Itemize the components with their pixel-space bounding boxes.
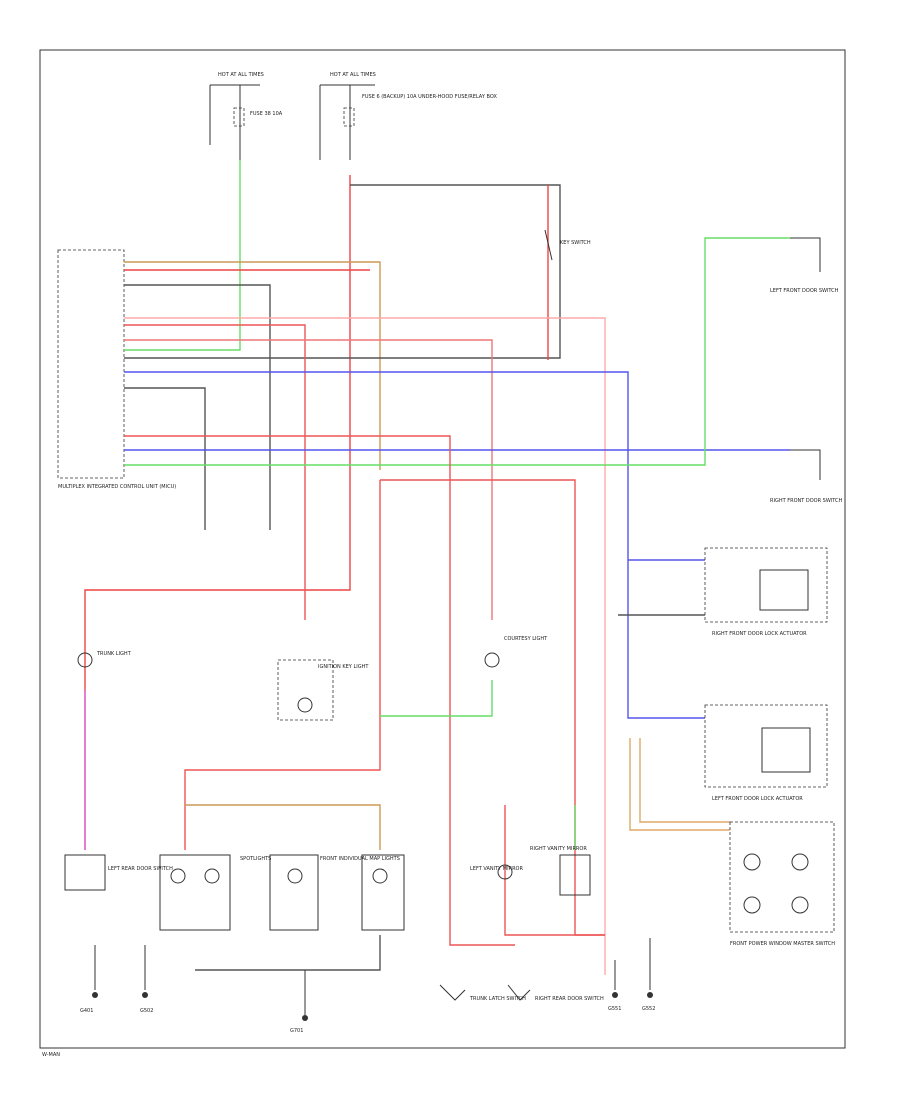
left-front-door-switch-label: LEFT FRONT DOOR SWITCH — [770, 288, 839, 294]
trunk-light: TRUNK LIGHT — [77, 651, 132, 668]
right-front-door-lock-actuator-label: RIGHT FRONT DOOR LOCK ACTUATOR — [712, 631, 807, 637]
ground-g5: G552 — [642, 938, 655, 1012]
ignition-key-light: IGNITION KEY LIGHT — [277, 659, 369, 721]
wire-brown-spot — [185, 804, 381, 850]
hot-at-all-times-left: HOT AT ALL TIMES — [218, 72, 264, 78]
right-rear-door-switch: RIGHT REAR DOOR SWITCH — [535, 996, 604, 1002]
front-individual-map-lights-label: FRONT INDIVIDUAL MAP LIGHTS — [320, 856, 400, 862]
right-rear-door-switch-label: RIGHT REAR DOOR SWITCH — [535, 996, 604, 1002]
wire-red-courtesy — [124, 435, 515, 946]
spotlights-label: SPOTLIGHTS — [240, 856, 271, 862]
left-front-door-lock-actuator-label: LEFT FRONT DOOR LOCK ACTUATOR — [712, 796, 803, 802]
right-vanity-mirror-label: RIGHT VANITY MIRROR — [530, 846, 587, 852]
wire-group — [84, 160, 790, 975]
left-vanity-mirror-label: LEFT VANITY MIRROR — [470, 866, 523, 872]
right-front-door-switch-label: RIGHT FRONT DOOR SWITCH — [770, 498, 843, 504]
ground-g4: G551 — [608, 960, 621, 1012]
wire-black-2 — [124, 387, 206, 530]
trunk-latch-switch: TRUNK LATCH SWITCH — [439, 984, 531, 1002]
svg-text:G551: G551 — [608, 1006, 621, 1012]
svg-text:G502: G502 — [140, 1008, 153, 1014]
wire-red-backup — [84, 175, 351, 850]
diagram-code: W-MAN — [42, 1052, 60, 1058]
right-front-door-switch: RIGHT FRONT DOOR SWITCH — [770, 449, 843, 504]
right-vanity-mirror: RIGHT VANITY MIRROR — [530, 846, 591, 896]
ignition-key-light-label: IGNITION KEY LIGHT — [318, 664, 369, 670]
diagram-frame — [39, 49, 846, 1049]
front-power-window-master-switch-label: FRONT POWER WINDOW MASTER SWITCH — [730, 941, 835, 947]
right-front-door-lock-actuator: RIGHT FRONT DOOR LOCK ACTUATOR — [704, 547, 828, 637]
wire-green-ignition — [124, 160, 241, 351]
wire-ground-bar — [195, 935, 381, 971]
svg-text:G401: G401 — [80, 1008, 93, 1014]
svg-text:G552: G552 — [642, 1006, 655, 1012]
front-power-window-master-switch: FRONT POWER WINDOW MASTER SWITCH — [729, 821, 835, 947]
ground-g2: G502 — [140, 945, 153, 1014]
fuse-left-label: FUSE 38 10A — [250, 111, 283, 117]
wire-blue-1 — [124, 371, 705, 719]
left-vanity-mirror: LEFT VANITY MIRROR — [470, 864, 523, 880]
key-switch: KEY SWITCH — [544, 229, 591, 261]
ground-g1: G401 — [80, 945, 98, 1014]
wire-pink — [124, 339, 493, 620]
wire-black-1 — [124, 284, 271, 530]
courtesy-light: COURTESY LIGHT — [484, 636, 548, 668]
hot-at-all-times-right: HOT AT ALL TIMES — [330, 72, 376, 78]
wire-red-spot — [184, 480, 381, 850]
wire-orange-door2 — [639, 738, 730, 823]
spotlights: SPOTLIGHTS — [159, 854, 271, 931]
module-name: MULTIPLEX INTEGRATED CONTROL UNIT (MICU) — [58, 484, 176, 490]
wire-black-tan — [124, 261, 381, 470]
left-front-door-lock-actuator: LEFT FRONT DOOR LOCK ACTUATOR — [704, 704, 828, 802]
wire-red-vanity — [504, 805, 605, 936]
wire-key-switch — [124, 184, 561, 359]
wire-orange-door — [629, 738, 730, 831]
key-switch-label: KEY SWITCH — [560, 240, 591, 246]
front-individual-map-lights: FRONT INDIVIDUAL MAP LIGHTS — [269, 854, 405, 931]
fuse-block-left: HOT AT ALL TIMES FUSE 38 10A — [209, 72, 283, 160]
wire-green-spot — [380, 680, 493, 717]
trunk-latch-switch-label: TRUNK LATCH SWITCH — [469, 996, 526, 1002]
ground-g3: G701 — [290, 970, 308, 1034]
left-rear-door-switch: LEFT REAR DOOR SWITCH — [64, 854, 173, 891]
wire-pink-top — [124, 317, 606, 975]
wire-green-lf — [124, 237, 790, 466]
wire-red-yel — [124, 324, 306, 620]
trunk-light-label: TRUNK LIGHT — [96, 651, 132, 657]
fuse-block-right: HOT AT ALL TIMES FUSE 6 (BACKUP) 10A UND… — [319, 72, 497, 160]
left-rear-door-switch-label: LEFT REAR DOOR SWITCH — [108, 866, 173, 872]
courtesy-light-label: COURTESY LIGHT — [504, 636, 548, 642]
svg-text:G701: G701 — [290, 1028, 303, 1034]
left-front-door-switch: LEFT FRONT DOOR SWITCH — [770, 237, 839, 294]
micu-module: MULTIPLEX INTEGRATED CONTROL UNIT (MICU) — [57, 249, 176, 490]
fuse-box-note: FUSE 6 (BACKUP) 10A UNDER-HOOD FUSE/RELA… — [362, 94, 497, 100]
